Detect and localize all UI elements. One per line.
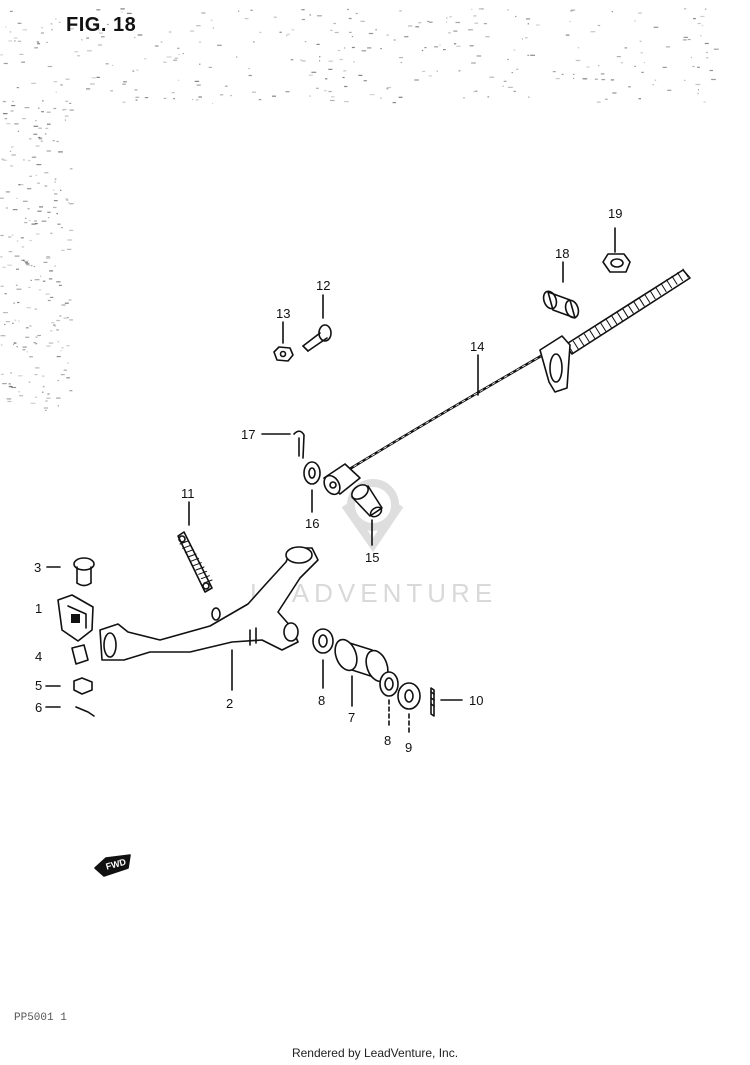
part-17-pin (261, 430, 305, 459)
part-19-nut (602, 227, 631, 273)
thread-line (616, 311, 623, 321)
label-2: 2 (226, 696, 233, 711)
part-7-bushing (334, 638, 389, 707)
thread-line (583, 333, 590, 343)
part-14-cable (323, 268, 691, 496)
thread-line (655, 286, 662, 296)
label-6: 6 (35, 700, 42, 715)
thread-line (671, 275, 678, 285)
thread-line (682, 268, 689, 278)
spring-coil (195, 566, 205, 571)
part-8-washer-lower (379, 671, 399, 729)
label-18: 18 (555, 246, 569, 261)
spring-coil (184, 549, 194, 554)
label-15: 15 (365, 550, 379, 565)
thread-line (627, 304, 634, 314)
part-8-washer-upper (312, 628, 334, 689)
part-6-washer (45, 706, 95, 717)
thread-line (589, 330, 596, 340)
thread-line (600, 322, 607, 332)
thread-line (649, 290, 656, 300)
label-12: 12 (316, 278, 330, 293)
label-5: 5 (35, 678, 42, 693)
thread-line (594, 326, 601, 336)
part-15-pin (351, 484, 383, 546)
thread-line (660, 282, 667, 292)
part-1-bracket (57, 594, 94, 642)
label-9: 9 (405, 740, 412, 755)
thread-line (644, 293, 651, 303)
label-1: 1 (35, 601, 42, 616)
document-code: PP5001 1 (14, 1012, 67, 1024)
thread-line (572, 340, 579, 350)
thread-line (677, 272, 684, 282)
spring-coil (187, 553, 197, 558)
label-11: 11 (181, 486, 195, 501)
part-5-nut (45, 677, 93, 695)
label-13: 13 (276, 306, 290, 321)
fwd-arrow: FWD (94, 854, 131, 877)
part-4-collar (71, 644, 89, 665)
label-8-lower: 8 (384, 733, 391, 748)
watermark-logo (341, 479, 404, 553)
part-2-lever (99, 546, 319, 691)
thread-line (578, 337, 585, 347)
spring-coil (182, 544, 192, 549)
spring-coil (200, 575, 210, 580)
part-3-screw (46, 557, 95, 587)
part-labels: 19 18 12 13 14 17 16 15 11 3 1 4 5 6 2 8… (34, 206, 622, 755)
spring-coil (190, 557, 200, 562)
label-7: 7 (348, 710, 355, 725)
thread-line (611, 315, 618, 325)
label-8-upper: 8 (318, 693, 325, 708)
part-11-spring (177, 501, 213, 593)
label-10: 10 (469, 693, 483, 708)
spring-coil (179, 540, 189, 545)
label-19: 19 (608, 206, 622, 221)
part-13-nut (273, 321, 294, 362)
label-3: 3 (34, 560, 41, 575)
scan-noise (0, 8, 719, 411)
part-16-washer (303, 461, 321, 513)
footer-credit: Rendered by LeadVenture, Inc. (291, 1046, 459, 1060)
label-16: 16 (305, 516, 319, 531)
part-10-pin (430, 687, 463, 717)
thread-line (605, 319, 612, 329)
spring-coil (192, 562, 202, 567)
part-12-bolt (302, 294, 332, 352)
spring-coil (198, 570, 208, 575)
part-18-sleeve (542, 261, 580, 319)
thread-line (638, 297, 645, 307)
thread-line (633, 301, 640, 311)
label-17: 17 (241, 427, 255, 442)
thread-line (622, 308, 629, 318)
label-14: 14 (470, 339, 484, 354)
part-9-washer (397, 682, 421, 736)
thread-line (666, 279, 673, 289)
label-4: 4 (35, 649, 42, 664)
figure-title: FIG. 18 (66, 14, 137, 36)
